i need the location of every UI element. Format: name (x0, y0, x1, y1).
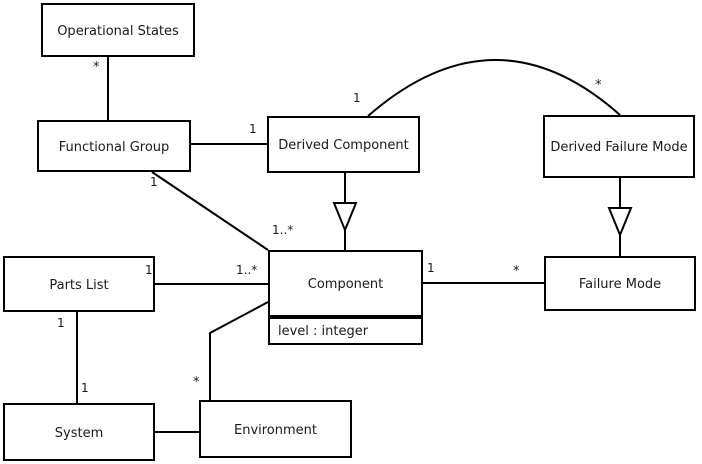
class-box-operational-states[interactable]: Operational States (41, 3, 195, 57)
multiplicity-label-mult-fg-comp-far: 1..* (272, 223, 294, 237)
class-name-derived-failure-mode: Derived Failure Mode (550, 140, 688, 155)
generalization-triangle-derived-failure-mode-failure-mode (607, 207, 633, 238)
class-attribute-text-component: level : integer (278, 324, 369, 339)
multiplicity-label-mult-pl-sys-bottom: 1 (81, 381, 89, 395)
multiplicity-label-mult-comp-fm-right: * (513, 264, 520, 279)
multiplicity-label-mult-pl-comp-left: 1 (145, 263, 153, 277)
multiplicity-label-mult-op-states: * (93, 60, 100, 75)
class-name-system: System (54, 425, 104, 441)
class-box-component[interactable]: Component (268, 250, 423, 317)
generalization-triangle-derived-component-component (332, 202, 358, 233)
association-functional-group-component (151, 171, 269, 251)
class-name-environment: Environment (233, 422, 317, 438)
class-name-parts-list: Parts List (49, 277, 109, 293)
class-name-derived-component: Derived Component (278, 138, 409, 153)
multiplicity-label-mult-fg-comp-near: 1 (150, 175, 158, 189)
class-name-component: Component (307, 277, 384, 292)
multiplicity-label-mult-pl-sys-top: 1 (57, 316, 65, 330)
multiplicity-label-mult-env-comp: * (193, 375, 200, 390)
multiplicity-label-mult-dc-arc: 1 (353, 91, 361, 105)
class-box-functional-group[interactable]: Functional Group (37, 120, 191, 172)
class-name-operational-states: Operational States (57, 23, 179, 39)
class-box-parts-list[interactable]: Parts List (3, 256, 155, 312)
multiplicity-label-mult-comp-fm-left: 1 (427, 261, 435, 275)
class-attributes-component: level : integer (268, 317, 423, 345)
class-box-derived-failure-mode[interactable]: Derived Failure Mode (543, 115, 695, 178)
multiplicity-label-mult-pl-comp-right: 1..* (236, 263, 258, 277)
class-box-environment[interactable]: Environment (199, 400, 352, 458)
multiplicity-label-mult-fg-dc: 1 (249, 122, 257, 136)
multiplicity-label-mult-dfm-arc: * (595, 78, 602, 93)
class-box-derived-component[interactable]: Derived Component (267, 116, 420, 173)
association-environment-component (209, 301, 269, 400)
class-box-system[interactable]: System (3, 403, 155, 461)
class-name-failure-mode: Failure Mode (578, 277, 662, 292)
association-derived-component-derived-failure-mode (367, 59, 621, 117)
class-box-failure-mode[interactable]: Failure Mode (544, 256, 696, 311)
class-name-functional-group: Functional Group (58, 139, 170, 155)
